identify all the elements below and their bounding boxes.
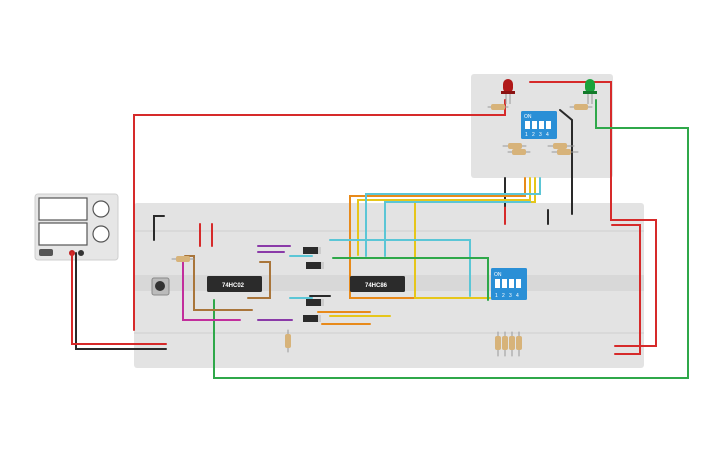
ic-chip-left[interactable]: 74HC02 [207, 276, 262, 292]
dip-top-num-4: 4 [546, 132, 549, 138]
ic-left-label: 74HC02 [222, 283, 245, 289]
dip-top-num-1: 1 [525, 132, 528, 138]
led-icon[interactable] [501, 79, 597, 104]
dip-main-num-2: 2 [502, 293, 505, 299]
dip-top-num-3: 3 [539, 132, 542, 138]
dip-main-num-3: 3 [509, 293, 512, 299]
pushbutton-icon[interactable] [151, 277, 170, 296]
dip-top-on-label: ON [524, 114, 532, 120]
dip-top-num-2: 2 [532, 132, 535, 138]
diode-icon[interactable] [303, 247, 324, 322]
wires [71, 81, 689, 379]
dip-switch-main[interactable]: ON 1 2 3 4 [491, 268, 527, 300]
dip-main-num-1: 1 [495, 293, 498, 299]
dip-switch-top[interactable]: ON 1 2 3 4 [521, 111, 557, 139]
dip-main-num-4: 4 [516, 293, 519, 299]
resistor-icon[interactable] [171, 104, 593, 357]
power-supply-icon[interactable] [34, 193, 119, 261]
dip-main-on-label: ON [494, 272, 502, 278]
ic-right-label: 74HC86 [365, 283, 388, 289]
ic-chip-right[interactable]: 74HC86 [350, 276, 405, 292]
